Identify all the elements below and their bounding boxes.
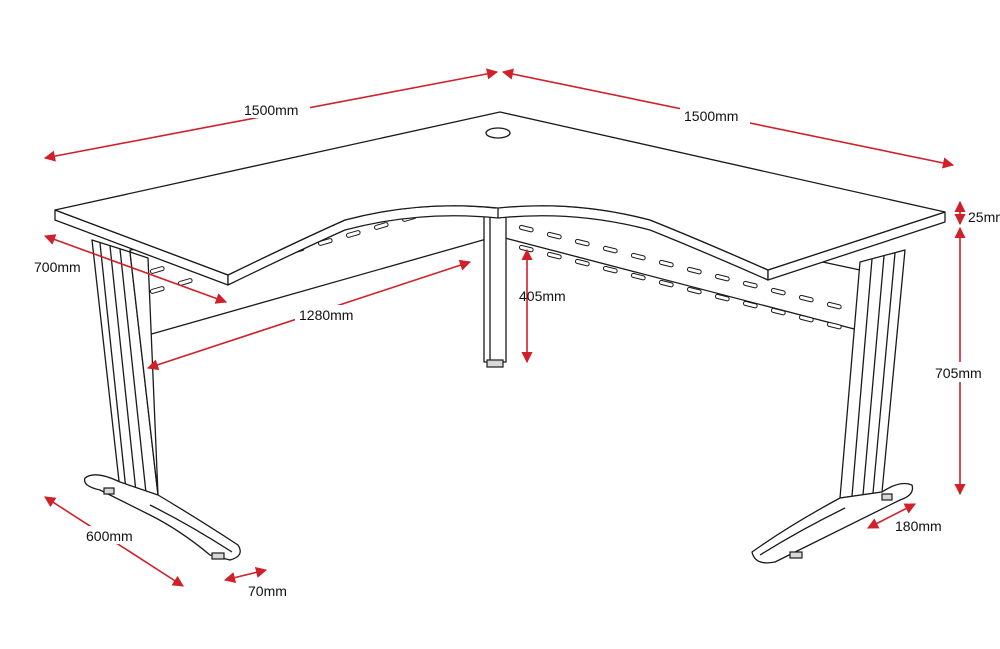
panel-slot [658,259,674,268]
dimension-labels: 1500mm 1500mm 25mm 705mm 700mm 1280mm 40… [34,100,1000,599]
label-foot-length: 600mm [86,528,133,544]
panel-slot [798,314,814,323]
panel-slot [826,321,842,330]
label-panel-width: 1280mm [299,307,353,323]
panel-slot [770,287,786,296]
right-leg [751,249,914,564]
label-right-width: 1500mm [684,108,738,124]
label-foot-width: 70mm [248,583,287,599]
panel-slot [714,273,730,282]
panel-slot [630,252,646,261]
panel-slot [658,279,674,288]
panel-slot [798,294,814,303]
panel-slot [373,222,389,230]
panel-slot [770,307,786,316]
panel-slot [602,265,618,274]
panel-slot [686,286,702,295]
label-depth: 700mm [34,259,81,275]
label-height: 705mm [935,365,982,381]
label-panel-height: 405mm [519,288,566,304]
panel-slot [518,224,534,233]
panel-slot [826,301,842,310]
panel-slot [317,238,333,246]
panel-slot [630,272,646,281]
panel-slot [546,231,562,240]
panel-slot [574,238,590,247]
panel-slot [602,245,618,254]
panel-slot [345,230,361,238]
label-foot-height: 180mm [895,518,942,534]
panel-slot [742,280,758,289]
panel-slot [742,300,758,309]
panel-slot [714,293,730,302]
panel-slot [686,266,702,275]
cable-grommet [485,127,511,139]
panel-slot [574,258,590,267]
label-top-thickness: 25mm [968,209,1000,225]
panel-slot [546,251,562,260]
center-leg [483,211,507,368]
label-left-width: 1500mm [244,102,298,118]
